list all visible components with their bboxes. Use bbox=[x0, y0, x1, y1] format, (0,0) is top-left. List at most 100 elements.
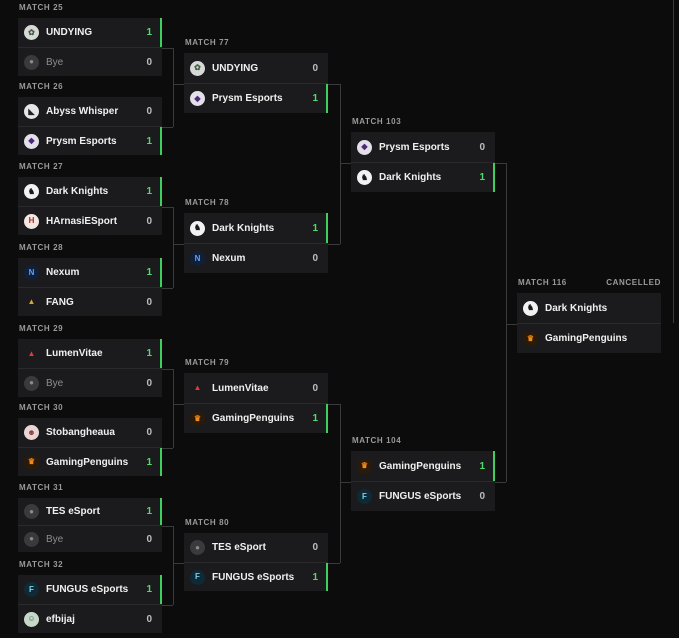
bracket-connector-line bbox=[340, 481, 351, 483]
team-name: GamingPenguins bbox=[212, 413, 295, 424]
team-name: FUNGUS eSports bbox=[379, 491, 462, 502]
gamingpenguins-logo-icon: ♛ bbox=[357, 458, 372, 474]
team-score: 1 bbox=[479, 460, 485, 472]
team-name: Prysm Esports bbox=[46, 135, 117, 147]
team-score: 1 bbox=[146, 27, 152, 38]
match-label: MATCH 26 bbox=[19, 82, 64, 91]
team-row[interactable]: ● TES eSport 0 bbox=[184, 533, 328, 562]
bracket-connector-line bbox=[495, 481, 506, 483]
tes-logo-icon: ● bbox=[190, 540, 205, 555]
nexum-logo-icon: N bbox=[24, 265, 39, 280]
team-name: TES eSport bbox=[212, 542, 266, 553]
team-score: 1 bbox=[146, 267, 152, 278]
bracket-connector-line bbox=[162, 287, 173, 289]
bracket-connector-line bbox=[340, 83, 341, 244]
team-name: UNDYING bbox=[46, 27, 93, 38]
dark-knights-logo-icon: ♞ bbox=[523, 300, 538, 316]
efbijaj-logo-icon: ☺ bbox=[24, 611, 39, 627]
bracket-connector-line bbox=[162, 604, 173, 606]
team-score: 1 bbox=[312, 413, 318, 424]
team-score: 1 bbox=[146, 186, 152, 197]
bracket-connector-line bbox=[162, 447, 173, 449]
lumenvitae-logo-icon: ▲ bbox=[24, 346, 39, 361]
nexum-logo-icon: N bbox=[190, 251, 205, 266]
team-row[interactable]: ♛ GamingPenguins 1 bbox=[351, 451, 495, 481]
bracket-connector-line bbox=[673, 0, 674, 323]
match-label: MATCH 27 bbox=[19, 162, 64, 171]
match-label: MATCH 104 bbox=[352, 436, 402, 445]
team-score: 0 bbox=[146, 56, 152, 68]
team-name: GamingPenguins bbox=[379, 460, 462, 472]
match-label: MATCH 77 bbox=[185, 38, 230, 47]
bracket-connector-line bbox=[173, 525, 174, 605]
team-name: Bye bbox=[46, 56, 64, 68]
bracket-connector-line bbox=[328, 562, 340, 564]
fungus-logo-icon: F bbox=[190, 569, 205, 585]
match-label: MATCH 80 bbox=[185, 518, 230, 527]
team-row[interactable]: ♞ Dark Knights bbox=[517, 293, 661, 323]
team-name: Dark Knights bbox=[212, 222, 275, 234]
team-score: 1 bbox=[146, 348, 152, 359]
bracket-connector-line bbox=[340, 403, 341, 563]
bye-logo-icon: ● bbox=[24, 531, 39, 547]
team-score: 1 bbox=[146, 506, 152, 517]
match-label: MATCH 32 bbox=[19, 560, 64, 569]
match-label: MATCH 25 bbox=[19, 3, 64, 12]
team-score: 1 bbox=[146, 456, 152, 468]
lumenvitae-logo-icon: ▲ bbox=[190, 380, 205, 396]
team-name: FANG bbox=[46, 296, 74, 308]
team-name: Bye bbox=[46, 377, 64, 389]
fungus-logo-icon: F bbox=[24, 582, 39, 597]
team-row[interactable]: ♛GamingPenguins bbox=[517, 323, 661, 353]
match-label: MATCH 116 bbox=[518, 278, 567, 287]
bracket-connector-line bbox=[340, 162, 351, 164]
team-score: 0 bbox=[312, 542, 318, 553]
prysm-logo-icon: ◆ bbox=[357, 139, 372, 155]
team-name: LumenVitae bbox=[212, 382, 269, 394]
stobangheaua-logo-icon: ☻ bbox=[24, 425, 39, 440]
team-score: 0 bbox=[312, 62, 318, 74]
team-name: Dark Knights bbox=[545, 302, 608, 314]
